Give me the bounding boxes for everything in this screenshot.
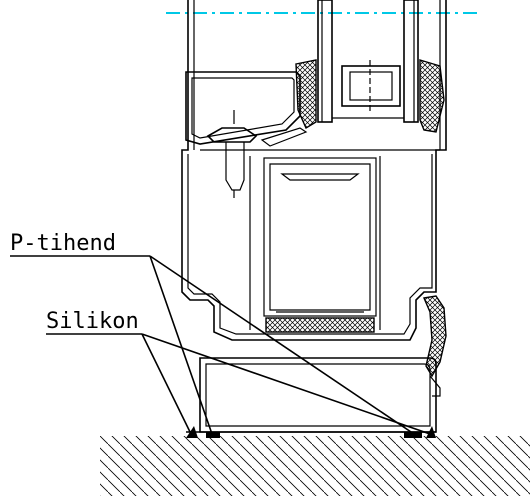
bottom-gasket bbox=[265, 311, 375, 333]
leader-lines bbox=[141, 255, 431, 437]
glazing-gaskets bbox=[295, 59, 445, 133]
label-p-tihend: P-tihend bbox=[10, 231, 116, 256]
outer-frame bbox=[186, 357, 437, 433]
glass-unit bbox=[317, 0, 419, 123]
ground-hatching bbox=[100, 436, 530, 496]
silicone-beads bbox=[186, 426, 436, 438]
label-silikon: Silikon bbox=[46, 309, 139, 334]
side-seal-gasket bbox=[423, 295, 447, 397]
sash-frame bbox=[181, 0, 447, 341]
